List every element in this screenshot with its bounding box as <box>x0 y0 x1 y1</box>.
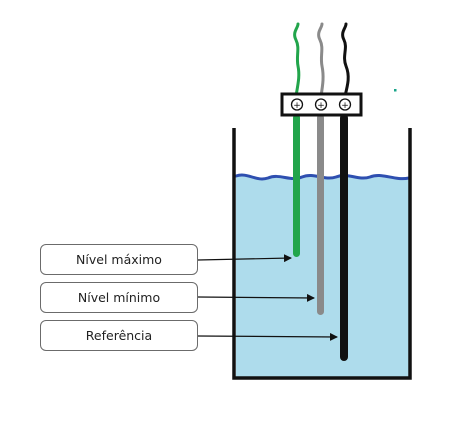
wire-gray <box>317 22 325 98</box>
probe-max-level <box>293 114 300 257</box>
terminal-green: + <box>290 98 304 111</box>
label-min-level: Nível mínimo <box>40 282 198 313</box>
label-max-level-text: Nível máximo <box>76 252 162 267</box>
label-min-level-text: Nível mínimo <box>77 290 161 305</box>
terminal-gray-sign: + <box>317 101 325 111</box>
accent-dot <box>394 89 397 92</box>
terminal-black: + <box>338 98 352 111</box>
label-max-level: Nível máximo <box>40 244 198 275</box>
probe-min-level <box>317 114 324 315</box>
terminal-green-sign: + <box>293 101 301 111</box>
pointer-min-level <box>197 293 315 302</box>
label-reference: Referência <box>40 320 198 351</box>
label-reference-text: Referência <box>85 328 153 343</box>
terminal-gray: + <box>314 98 328 111</box>
pointer-reference <box>197 332 338 341</box>
tank-container <box>232 128 412 380</box>
terminal-black-sign: + <box>341 101 349 111</box>
wire-green <box>293 22 301 98</box>
pointer-max-level <box>197 254 292 263</box>
wire-black <box>341 22 350 98</box>
probe-reference <box>340 114 348 361</box>
